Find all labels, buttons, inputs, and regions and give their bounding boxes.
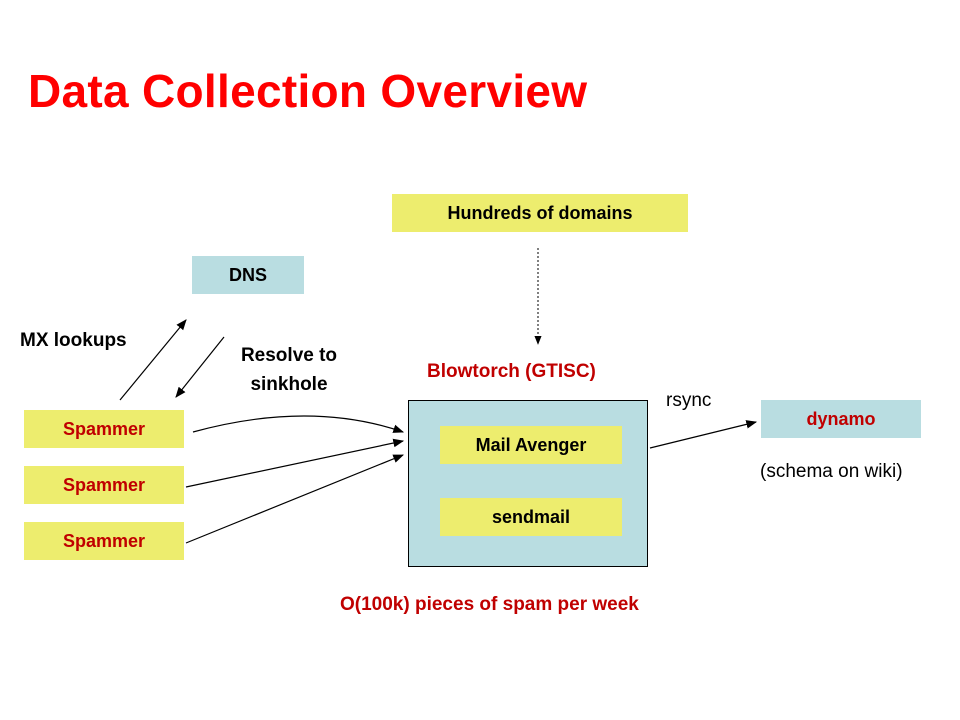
dns-box: DNS [192,256,304,294]
spammer-box-1: Spammer [24,410,184,448]
resolve-line-2: sinkhole [250,374,328,395]
slide-title: Data Collection Overview [28,65,588,117]
spammer-box-2: Spammer [24,466,184,504]
rsync-arrow [649,420,758,449]
mx-lookups-label: MX lookups [20,330,127,351]
mail-avenger-box: Mail Avenger [440,426,622,464]
volume-label: O(100k) pieces of spam per week [340,594,639,615]
resolve-line-1: Resolve to [240,345,338,366]
sendmail-box: sendmail [440,498,622,536]
spammer-3-arrow [185,454,405,544]
spammer-box-3: Spammer [24,522,184,560]
spammer-1-arrow [192,415,405,433]
resolve-sinkhole-label: Resolve to sinkhole [222,341,356,399]
resolve-sinkhole-arrow [175,336,225,398]
rsync-label: rsync [666,390,712,411]
blowtorch-label: Blowtorch (GTISC) [427,361,596,382]
spammer-2-arrow [185,438,405,488]
dynamo-box: dynamo [761,400,921,438]
schema-note: (schema on wiki) [760,461,903,482]
mx-lookup-arrow [119,319,187,401]
domains-box: Hundreds of domains [392,194,688,232]
